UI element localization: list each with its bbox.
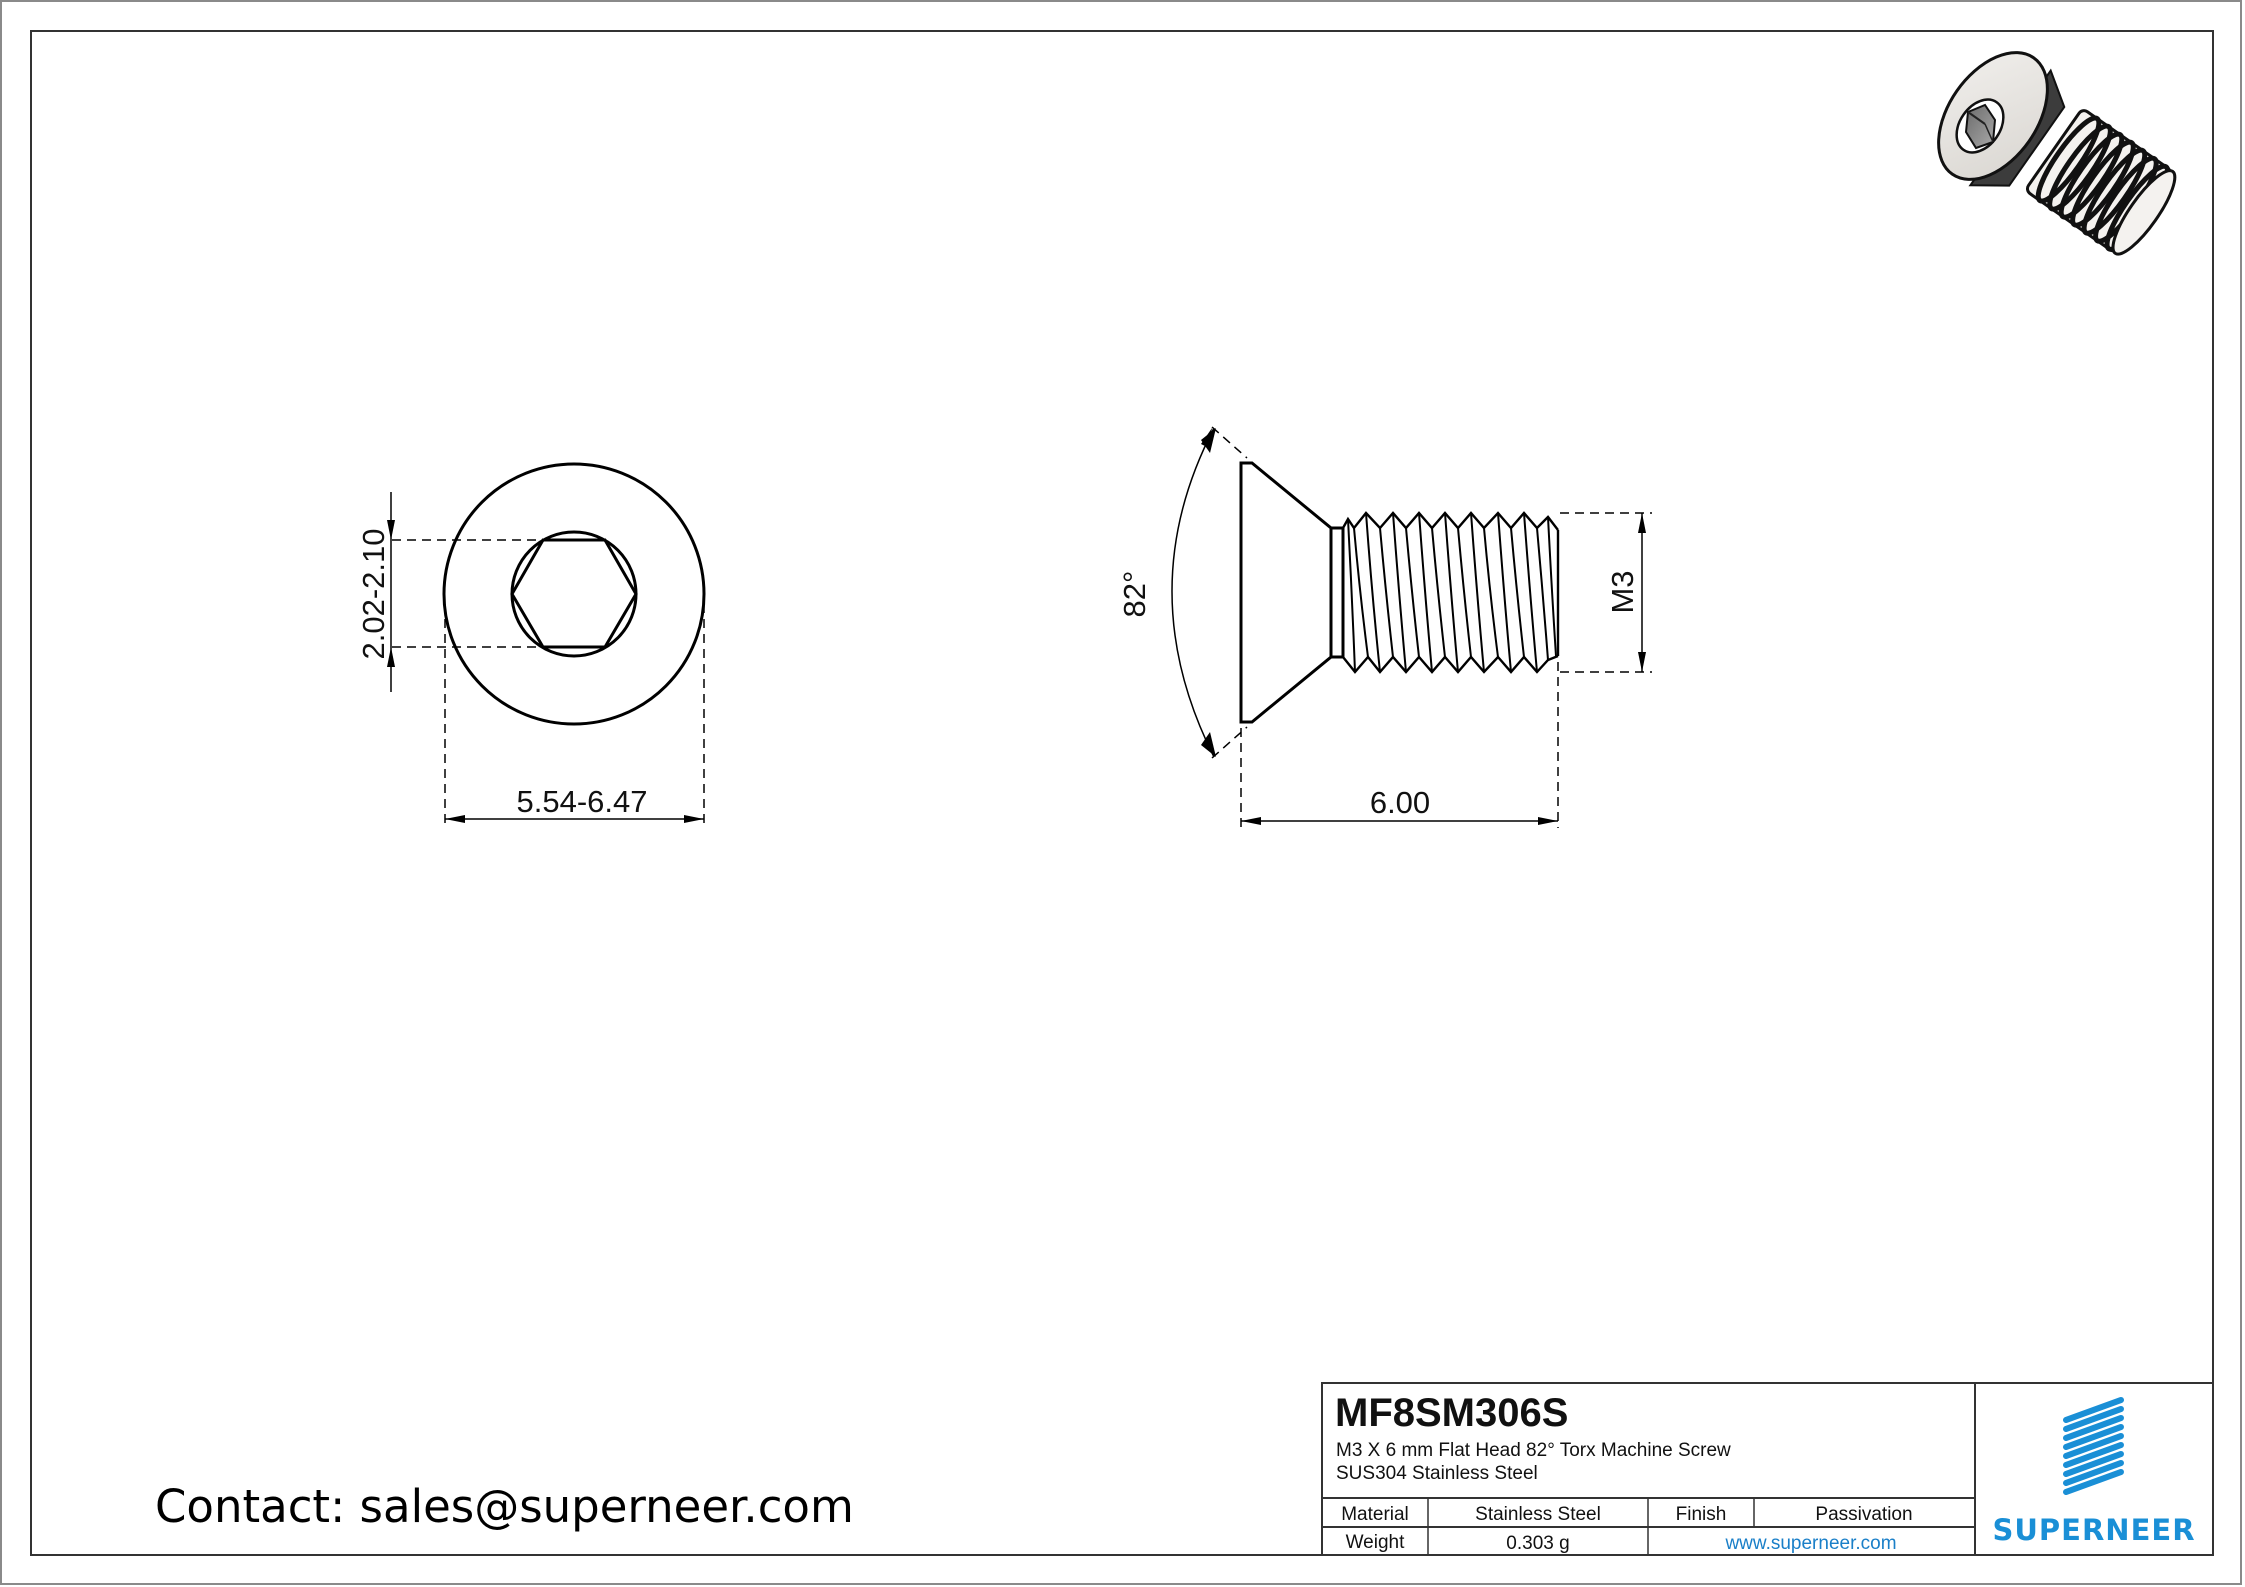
thread-size-label: M3 [1605, 570, 1640, 613]
hex-socket [510, 538, 638, 649]
weight-value: 0.303 g [1506, 1533, 1569, 1554]
material-label: Material [1341, 1504, 1409, 1525]
website-link[interactable]: www.superneer.com [1724, 1533, 1896, 1554]
weight-label: Weight [1346, 1532, 1406, 1553]
thread [1341, 511, 1560, 674]
length-label: 6.00 [1370, 785, 1430, 820]
angle-arc [1171, 427, 1215, 758]
contact-email: Contact: sales@superneer.com [155, 1480, 854, 1533]
title-block: MF8SM306S M3 X 6 mm Flat Head 82° Torx M… [1321, 1382, 2214, 1556]
side-view: 82° 6.00 M3 [1117, 426, 1652, 828]
finish-label: Finish [1676, 1504, 1727, 1525]
head-diameter-label: 5.54-6.47 [517, 784, 648, 819]
finish-value: Passivation [1815, 1504, 1912, 1525]
part-number: MF8SM306S [1335, 1391, 1568, 1435]
material-value: Stainless Steel [1475, 1504, 1601, 1525]
countersunk-head [1239, 461, 1333, 724]
superneer-logo-icon [2063, 1397, 2124, 1495]
top-view: 2.02-2.10 5.54-6.47 [356, 462, 706, 828]
description-line1: M3 X 6 mm Flat Head 82° Torx Machine Scr… [1336, 1440, 1731, 1461]
head-angle-label: 82° [1117, 571, 1152, 618]
logo-wordmark: SUPERNEER [1992, 1513, 2195, 1547]
socket-circle [510, 530, 638, 658]
head-outline [442, 462, 706, 726]
drawing-frame [30, 30, 2214, 1556]
socket-width-label: 2.02-2.10 [356, 529, 391, 660]
iso-render [1937, 51, 2177, 256]
description-line2: SUS304 Stainless Steel [1336, 1463, 1538, 1484]
